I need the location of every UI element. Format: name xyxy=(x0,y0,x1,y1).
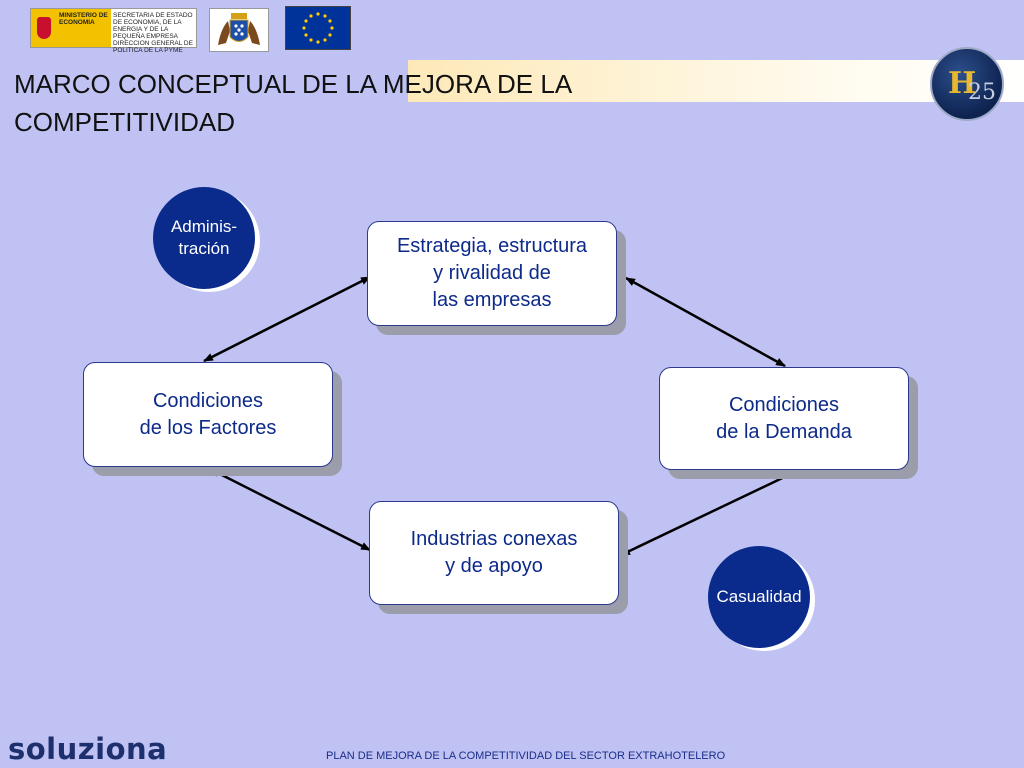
svg-text:H: H xyxy=(948,66,976,101)
circle-chance: Casualidad xyxy=(708,546,810,648)
circle-administration: Adminis- tración xyxy=(153,187,255,289)
node-factor-conditions: Condiciones de los Factores xyxy=(83,362,333,467)
svg-text:25: 25 xyxy=(968,80,996,105)
h25-logo-icon: H 25 xyxy=(930,47,1004,121)
canarias-coat-of-arms-icon xyxy=(209,8,269,52)
eu-flag-icon xyxy=(285,6,351,50)
page-title: MARCO CONCEPTUAL DE LA MEJORA DE LA COMP… xyxy=(14,69,571,137)
ministry-logo-department: SECRETARIA DE ESTADO DE ECONOMIA, DE LA … xyxy=(113,12,193,54)
ministry-logo: MINISTERIO DE ECONOMIA SECRETARIA DE EST… xyxy=(30,8,197,54)
footer-caption: PLAN DE MEJORA DE LA COMPETITIVIDAD DEL … xyxy=(326,750,726,762)
arrow-demand-industries xyxy=(620,469,798,557)
node-demand-conditions: Condiciones de la Demanda xyxy=(659,367,909,470)
ministry-logo-name: MINISTERIO DE ECONOMIA xyxy=(57,9,111,47)
arrow-strategy-factors xyxy=(203,275,371,363)
arrow-factors-industries xyxy=(209,467,371,552)
node-related-industries: Industrias conexas y de apoyo xyxy=(369,501,619,605)
soluziona-logo: soluziona xyxy=(8,732,168,766)
title-highlight-band xyxy=(408,60,1024,102)
node-strategy: Estrategia, estructura y rivalidad de la… xyxy=(367,221,617,326)
spain-crest-icon xyxy=(31,9,57,47)
arrow-strategy-demand xyxy=(625,276,786,368)
